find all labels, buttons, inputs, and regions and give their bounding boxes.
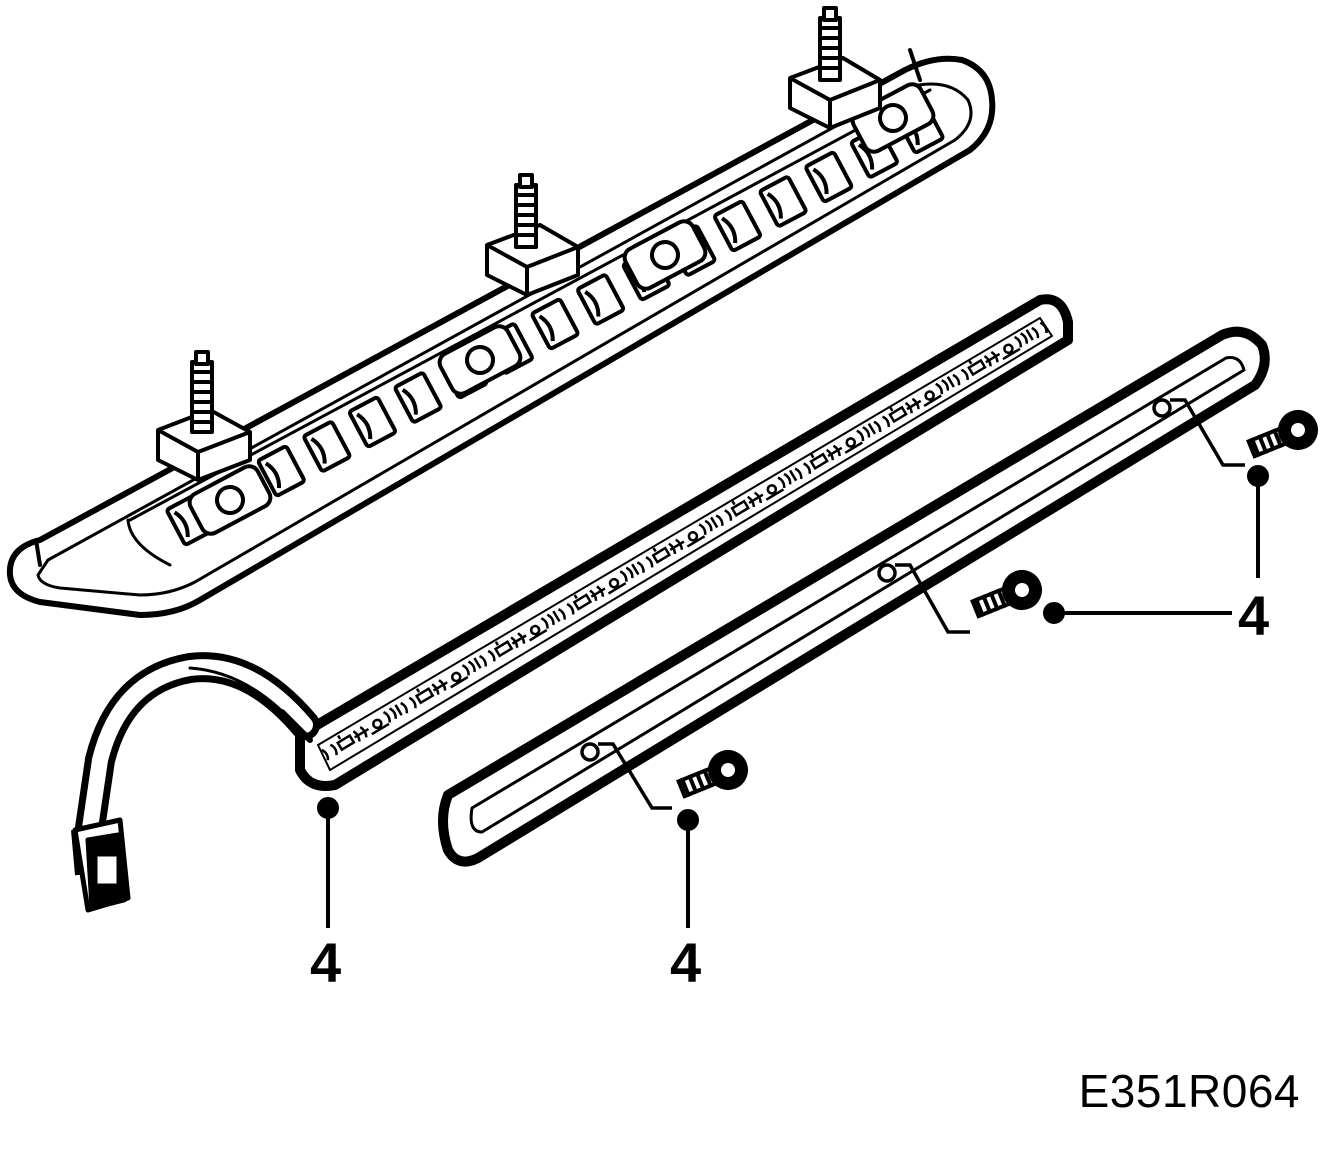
circuit-element: [1031, 321, 1048, 339]
circuit-element: [572, 593, 593, 611]
housing-window: [393, 371, 443, 424]
circuit-element: [967, 358, 987, 377]
housing-window: [576, 273, 626, 326]
housing-window: [348, 395, 397, 449]
circuit-element: [935, 376, 955, 395]
circuit-element: [856, 422, 877, 442]
circuit-element: [1002, 343, 1021, 361]
circuit-element: [698, 516, 719, 535]
circuit-element: [461, 657, 482, 676]
circuit-element: [1014, 329, 1034, 348]
circuit-element: [450, 671, 469, 689]
lens-cover: [438, 326, 1270, 867]
callout-label-board: 4: [310, 931, 341, 994]
circuit-traces: [321, 321, 1048, 761]
callout-label-screws: 4: [1238, 584, 1269, 647]
circuit-element: [983, 350, 1001, 367]
circuit-element: [873, 415, 890, 433]
circuit-element: [321, 743, 338, 761]
circuit-element: [888, 405, 908, 424]
circuit-element: [923, 390, 942, 407]
circuit-element: [400, 696, 417, 714]
circuit-element: [809, 452, 829, 471]
housing-window: [530, 297, 580, 351]
diagram-reference-code: E351R064: [1078, 1065, 1300, 1117]
circuit-element: [651, 546, 672, 564]
cover-screw-holes: [580, 398, 1172, 762]
circuit-element: [382, 704, 403, 723]
circuit-element: [431, 679, 448, 695]
circuit-element: [730, 499, 750, 517]
circuit-element: [715, 509, 733, 526]
circuit-element: [478, 649, 496, 667]
housing-window: [758, 175, 808, 228]
circuit-element: [607, 577, 627, 595]
circuit-element: [540, 610, 561, 629]
circuit-element: [510, 632, 527, 648]
leader-lines: [598, 398, 1245, 810]
housing-sockets: [187, 82, 936, 536]
housing-window: [256, 444, 306, 498]
circuit-element: [686, 531, 706, 548]
circuit-element: [777, 469, 798, 488]
circuit-element: [557, 602, 575, 620]
circuit-element: [636, 556, 654, 573]
wire-connector-plug: [71, 817, 131, 913]
housing-window: [302, 420, 352, 473]
circuit-element: [952, 368, 969, 386]
circuit-element: [668, 538, 685, 555]
wiring-harness: [75, 652, 320, 843]
circuit-element: [589, 585, 606, 601]
circuit-element: [904, 397, 922, 414]
circuit-element: [747, 491, 764, 508]
circuit-element: [336, 733, 356, 752]
circuit-element: [371, 718, 390, 736]
circuit-element: [414, 686, 435, 705]
circuit-element: [844, 437, 864, 454]
circuit-element: [794, 462, 812, 479]
circuit-element: [493, 640, 514, 658]
circuit-element: [765, 484, 785, 501]
callout-label-cover: 4: [670, 931, 701, 994]
circuit-element: [825, 444, 843, 461]
housing-window: [713, 199, 762, 253]
callout-pointers: [317, 465, 1269, 928]
housing-window: [804, 150, 854, 204]
circuit-element: [528, 624, 548, 642]
circuit-element: [352, 725, 370, 742]
screws: [676, 410, 1318, 799]
mounting-studs: [156, 6, 882, 482]
circuit-element: [619, 563, 640, 582]
